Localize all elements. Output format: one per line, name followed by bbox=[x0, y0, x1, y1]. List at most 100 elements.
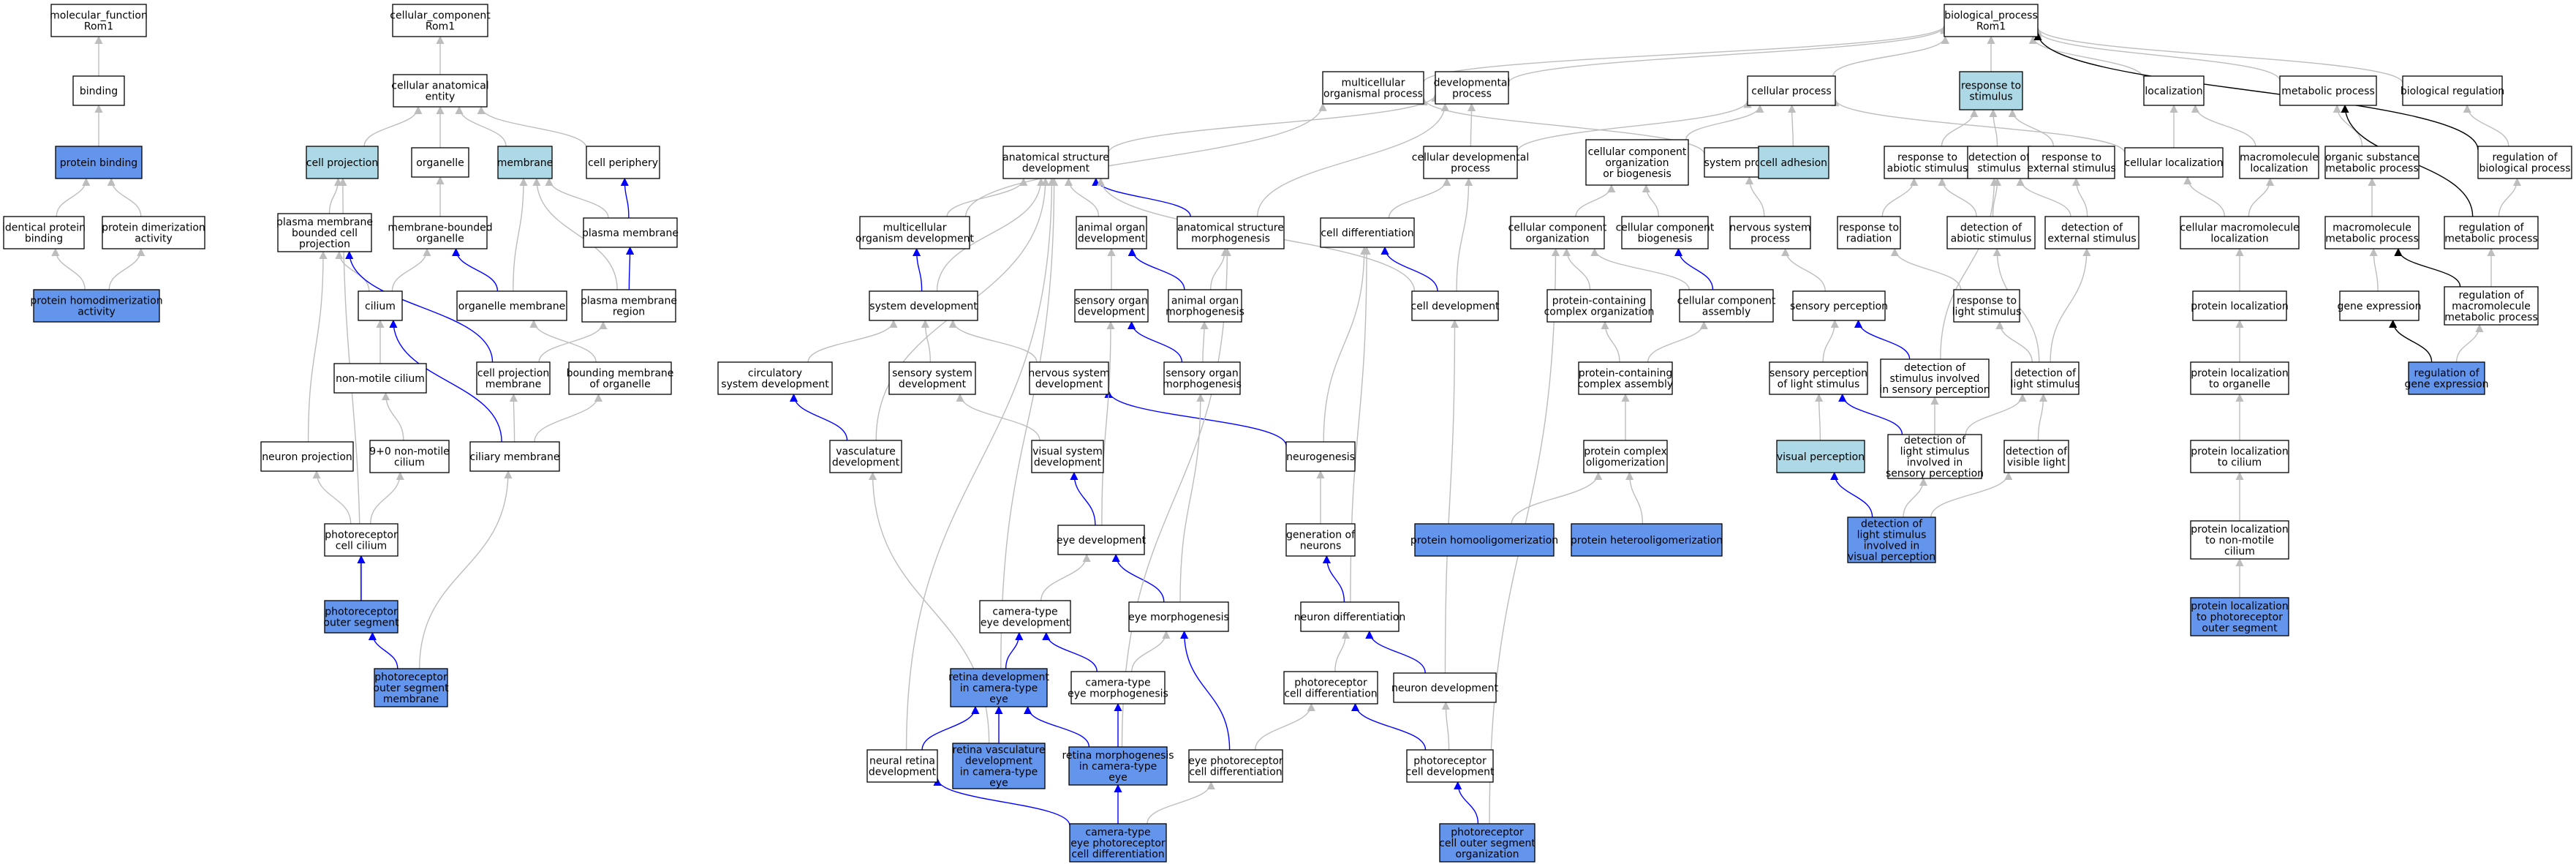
go-term-system-dev[interactable]: system development bbox=[869, 290, 978, 321]
go-term-neuron-diff[interactable]: neuron differentiation bbox=[1294, 601, 1405, 632]
go-term-eye-morph[interactable]: eye morphogenesis bbox=[1128, 601, 1229, 632]
go-term-cilium[interactable]: cilium bbox=[358, 290, 403, 321]
go-term-cell-adhesion[interactable]: cell adhesion bbox=[1758, 146, 1829, 179]
go-term-organelle[interactable]: organelle bbox=[411, 147, 469, 178]
go-term-cell-periphery[interactable]: cell periphery bbox=[586, 146, 660, 179]
go-term-homooligo[interactable]: protein homooligomerization bbox=[1410, 523, 1558, 557]
go-term-localization[interactable]: localization bbox=[2143, 75, 2205, 106]
go-term-heterooligo[interactable]: protein heterooligomerization bbox=[1571, 523, 1723, 557]
go-term-neuron-projection[interactable]: neuron projection bbox=[260, 441, 354, 472]
go-term-plasma-membrane[interactable]: plasma membrane bbox=[582, 217, 679, 248]
go-term-cellular-process[interactable]: cellular process bbox=[1747, 75, 1836, 106]
go-term-nonmotile[interactable]: non-motile cilium bbox=[333, 363, 427, 394]
go-term-membrane[interactable]: membrane bbox=[497, 146, 554, 179]
go-term-sensory-perception[interactable]: sensory perception bbox=[1790, 290, 1888, 321]
go-term-protein-binding[interactable]: protein binding bbox=[55, 146, 143, 179]
go-term-cell-localization[interactable]: cellular localization bbox=[2124, 147, 2224, 178]
go-term-neurogenesis[interactable]: neurogenesis bbox=[1285, 441, 1356, 472]
go-term-gene-expression[interactable]: gene expression bbox=[2338, 290, 2422, 321]
go-term-eye-dev[interactable]: eye development bbox=[1057, 525, 1147, 555]
go-term-organelle-membrane[interactable]: organelle membrane bbox=[456, 290, 567, 321]
go-term-binding[interactable]: binding bbox=[72, 75, 125, 106]
go-term-neuron-dev[interactable]: neuron development bbox=[1391, 672, 1499, 703]
go-term-metabolic[interactable]: metabolic process bbox=[2279, 75, 2377, 106]
go-term-cell-projection[interactable]: cell projection bbox=[306, 146, 379, 179]
go-term-visual-perception[interactable]: visual perception bbox=[1776, 440, 1865, 473]
go-term-cell-dev[interactable]: cell development bbox=[1411, 290, 1500, 321]
go-term-bio-regulation[interactable]: biological regulation bbox=[2401, 75, 2504, 106]
